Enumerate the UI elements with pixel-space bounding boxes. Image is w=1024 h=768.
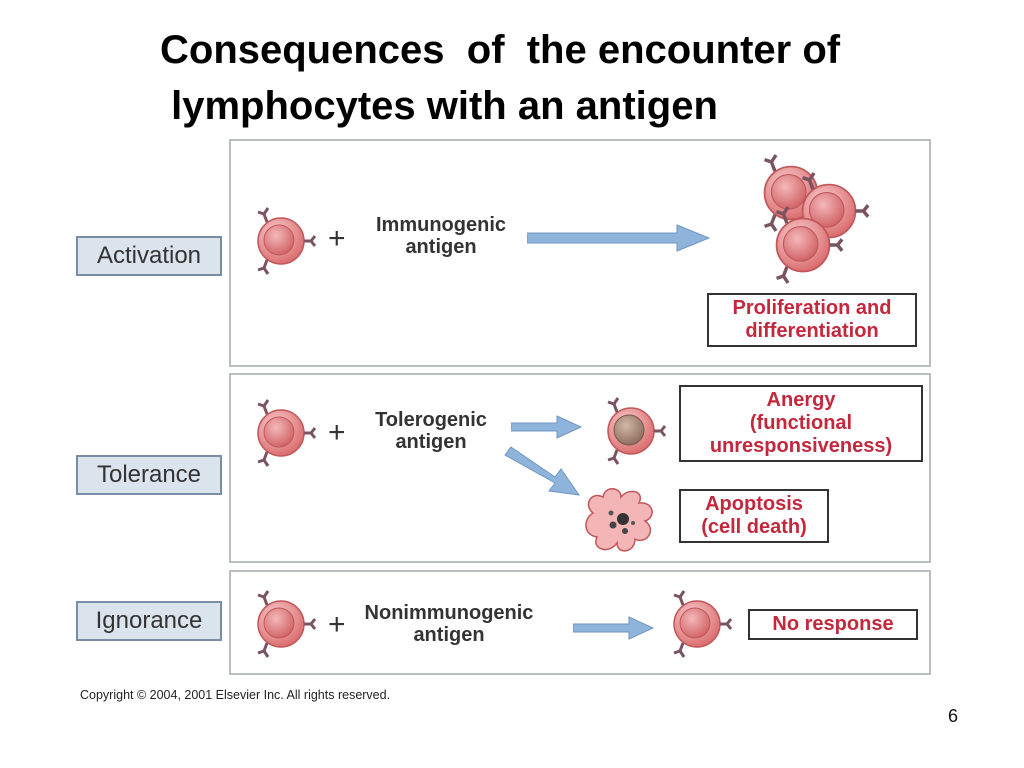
- activation-label: Activation: [76, 236, 222, 276]
- plus-sign: +: [328, 608, 346, 641]
- plus-sign: +: [328, 416, 346, 449]
- apoptotic-cell-icon: [581, 483, 661, 559]
- lymphocyte-cell-icon: [241, 584, 321, 664]
- tolerance-label: Tolerance: [76, 455, 222, 495]
- copyright-notice: Copyright © 2004, 2001 Elsevier Inc. All…: [80, 688, 391, 702]
- arrow-right-icon: [527, 223, 711, 253]
- tolerance-panel: + Tolerogenic antigen Anergy (functional…: [229, 373, 931, 563]
- tolerogenic-antigen-label: Tolerogenic antigen: [375, 409, 487, 453]
- slide-title: Consequences of the encounter of lymphoc…: [160, 28, 841, 128]
- anergic-cell-icon: [591, 391, 671, 471]
- unchanged-lymphocyte-icon: [657, 584, 737, 664]
- ignorance-label: Ignorance: [76, 601, 222, 641]
- no-response-outcome-box: No response: [748, 609, 918, 640]
- lymphocyte-cell-icon: [241, 393, 321, 473]
- arrow-right-icon: [573, 615, 655, 641]
- ignorance-panel: + Nonimmunogenic antigen No response: [229, 570, 931, 675]
- arrow-down-right-icon: [503, 445, 583, 499]
- nonimmunogenic-antigen-label: Nonimmunogenic antigen: [364, 602, 534, 646]
- lymphocyte-cell-icon: [241, 201, 321, 281]
- activation-panel: + Immunogenic antigen Proliferation and …: [229, 139, 931, 367]
- plus-sign: +: [328, 222, 346, 255]
- arrow-right-icon: [511, 414, 583, 440]
- page-number: 6: [948, 706, 959, 726]
- apoptosis-outcome-box: Apoptosis (cell death): [679, 489, 829, 543]
- proliferation-outcome-box: Proliferation and differentiation: [707, 293, 917, 347]
- anergy-outcome-box: Anergy (functional unresponsiveness): [679, 385, 923, 462]
- immunogenic-antigen-label: Immunogenic antigen: [375, 214, 506, 258]
- proliferating-cells-icon: [743, 153, 893, 288]
